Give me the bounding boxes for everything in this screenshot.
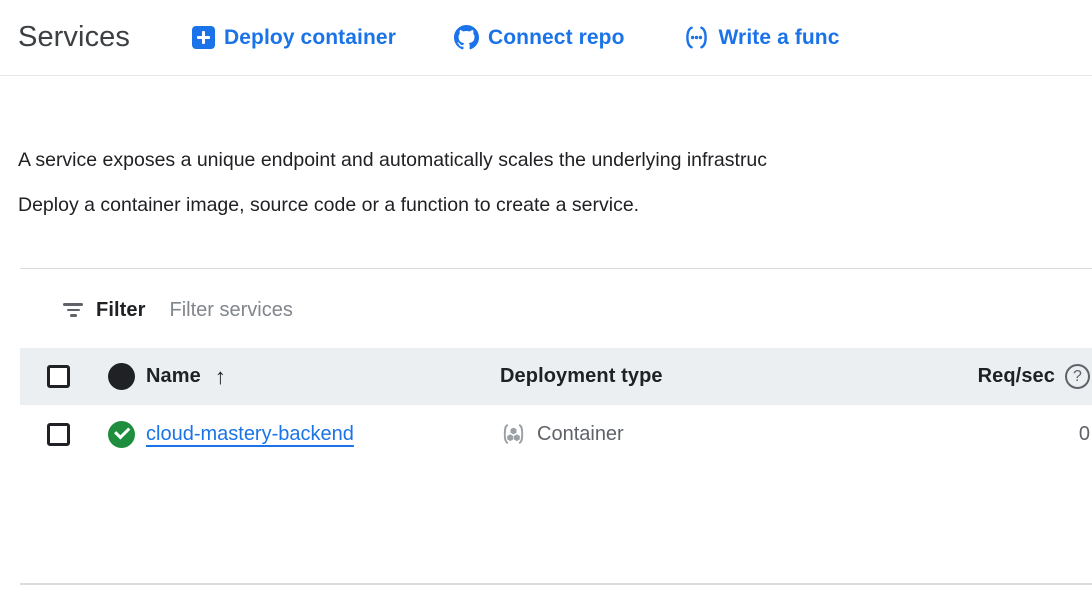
filter-icon[interactable]	[62, 299, 84, 321]
req-sec-value: 0	[1078, 422, 1090, 445]
status-ok-icon	[107, 420, 135, 448]
write-a-function-label: Write a func	[718, 25, 840, 49]
deployment-type-value: Container	[537, 422, 624, 445]
name-header-cell[interactable]: Name ↑	[146, 365, 500, 388]
row-checkbox[interactable]	[46, 422, 70, 446]
container-icon	[500, 422, 527, 446]
divider-above-filter	[20, 268, 1092, 269]
row-name-cell: cloud-mastery-backend	[146, 423, 500, 446]
page-title: Services	[18, 21, 130, 53]
deployment-type-column-label: Deployment type	[500, 365, 663, 387]
filter-bar: Filter	[62, 292, 590, 328]
page-header: Services Deploy container Connect repo	[0, 0, 1092, 76]
deployment-type-header-cell: Deployment type	[500, 365, 940, 388]
divider-table-bottom	[20, 583, 1092, 585]
row-select-cell	[20, 422, 96, 446]
status-header-cell	[96, 363, 146, 390]
row-deployment-type-cell: Container	[500, 422, 940, 446]
function-brackets-icon	[683, 25, 710, 50]
select-all-checkbox[interactable]	[46, 365, 70, 388]
plus-box-icon	[192, 26, 215, 49]
connect-repo-label: Connect repo	[487, 25, 625, 49]
status-circle-icon	[107, 363, 135, 390]
description-line-2: Deploy a container image, source code or…	[18, 194, 640, 216]
select-all-cell	[20, 365, 96, 388]
write-a-function-button[interactable]: Write a func	[683, 25, 840, 50]
service-name-link[interactable]: cloud-mastery-backend	[146, 422, 354, 445]
row-req-sec-cell: 0	[940, 423, 1092, 446]
table-row[interactable]: cloud-mastery-backend Container 0	[20, 405, 1092, 463]
filter-services-input[interactable]	[169, 298, 590, 322]
req-sec-column-label: Req/sec	[977, 365, 1055, 387]
description-line-1: A service exposes a unique endpoint and …	[18, 149, 768, 171]
github-icon	[453, 25, 479, 50]
table-header-row: Name ↑ Deployment type Req/sec ?	[20, 348, 1092, 405]
req-sec-header-cell: Req/sec ?	[940, 364, 1092, 389]
deploy-container-button[interactable]: Deploy container	[192, 26, 396, 50]
row-status-cell	[96, 420, 146, 448]
connect-repo-button[interactable]: Connect repo	[453, 25, 625, 50]
deploy-container-label: Deploy container	[224, 25, 396, 49]
help-icon[interactable]: ?	[1065, 364, 1090, 389]
filter-label: Filter	[96, 298, 146, 321]
page-description: A service exposes a unique endpoint and …	[18, 138, 1092, 228]
name-column-label: Name	[146, 365, 201, 387]
sort-ascending-icon: ↑	[214, 363, 226, 389]
services-table: Name ↑ Deployment type Req/sec ? cloud-m…	[20, 348, 1092, 463]
